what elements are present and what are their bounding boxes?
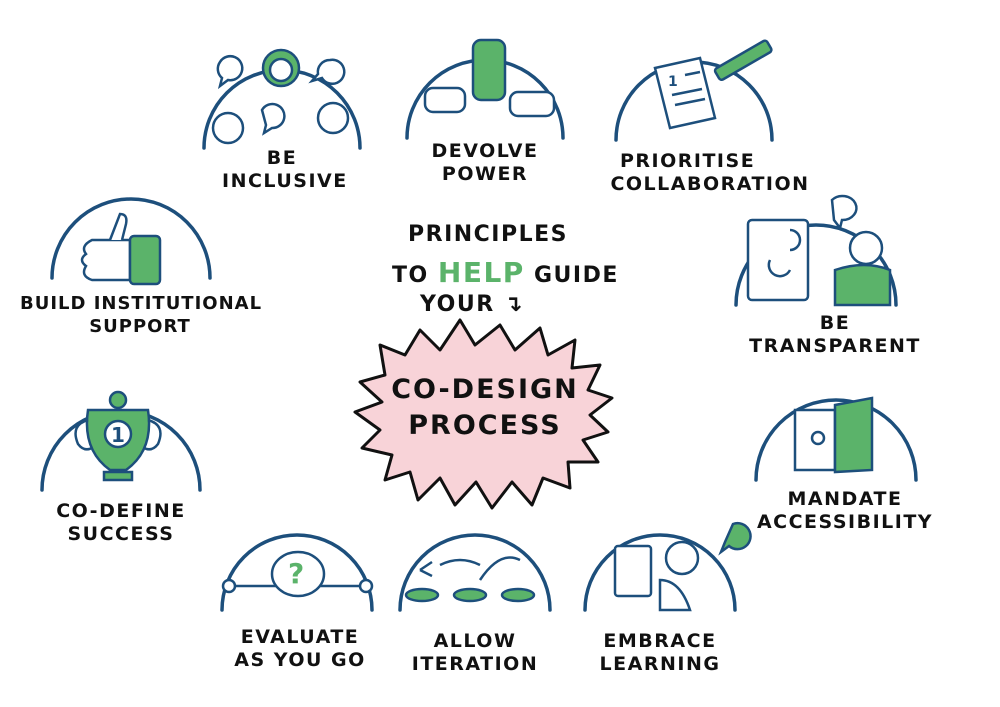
label-evaluate-line-1: evaluate	[240, 626, 360, 648]
speech-bubble-icon	[216, 55, 346, 136]
label-devolve-power-line-2: power	[441, 163, 529, 185]
label-build-line-1: Build institutional	[20, 293, 263, 314]
arch-mandate-accessibility	[754, 398, 918, 482]
person-reading-icon	[746, 194, 892, 307]
arch-build-support	[50, 197, 212, 280]
arch-evaluate	[220, 533, 374, 612]
label-devolve-power: devolve power	[425, 140, 545, 186]
center-title-line-1: CO-DESIGN	[391, 374, 579, 405]
label-allow-line-1: Allow	[433, 630, 517, 652]
title-guide: guide	[534, 263, 619, 288]
label-embrace-line-1: Embrace	[603, 630, 717, 652]
hands-icon	[423, 38, 556, 118]
document-pencil-icon: 1	[653, 39, 773, 130]
label-build-line-2: support	[89, 316, 191, 337]
label-be-inclusive-line-2: inclusive	[222, 170, 348, 192]
label-embrace-learning: Embrace Learning	[590, 630, 730, 676]
label-prioritise-line-1: prioritise	[620, 150, 756, 172]
label-evaluate-line-2: as you go	[234, 649, 366, 671]
svg-text:1: 1	[668, 74, 678, 90]
arch-embrace-learning	[583, 533, 737, 612]
thumbs-up-icon	[80, 212, 162, 286]
label-prioritise-collaboration: prioritise collaboration	[610, 150, 810, 196]
label-co-define-line-1: co-define	[56, 500, 186, 522]
label-mandate-accessibility: mandate accessibility	[755, 488, 935, 534]
label-be-inclusive-line-1: BE	[266, 147, 298, 169]
question-timeline-icon: ?	[221, 550, 374, 598]
arch-allow-iteration	[398, 533, 552, 612]
label-allow-line-2: iteration	[411, 653, 539, 675]
svg-text:1: 1	[111, 423, 125, 447]
title-line-1: principles	[408, 222, 569, 247]
person-face-icon	[211, 48, 350, 145]
label-mandate-line-1: mandate	[787, 488, 903, 510]
title-to: to	[392, 263, 429, 288]
label-be-inclusive: BE inclusive	[222, 147, 348, 193]
label-mandate-line-2: accessibility	[756, 511, 934, 533]
stepping-stones-icon	[404, 556, 536, 603]
title-help: HELP	[437, 256, 525, 289]
label-embrace-line-2: Learning	[599, 653, 721, 675]
label-co-define-success: co-define success	[46, 500, 196, 546]
title-your: your	[420, 292, 495, 317]
center-title-line-2: PROCESS	[408, 410, 562, 441]
label-be-transparent-line-1: BE	[819, 312, 851, 334]
label-prioritise-line-2: collaboration	[610, 173, 810, 195]
trophy-icon: 1	[74, 390, 162, 482]
svg-text:?: ?	[288, 557, 304, 590]
label-build-institutional-support: Build institutional support	[20, 292, 263, 338]
door-icon	[793, 396, 874, 474]
center-burst	[353, 318, 614, 510]
label-be-transparent-line-2: TRANSPARENT	[749, 335, 921, 357]
person-holding-book-icon	[613, 521, 752, 612]
title-line-3: your ↴	[420, 292, 524, 317]
label-allow-iteration: Allow iteration	[410, 630, 540, 676]
label-devolve-power-line-1: devolve	[431, 140, 539, 162]
label-evaluate-as-you-go: evaluate as you go	[225, 626, 375, 672]
title-arrow: ↴	[503, 292, 524, 317]
label-co-define-line-2: success	[67, 523, 175, 545]
label-be-transparent: BE TRANSPARENT	[745, 312, 925, 358]
center-title: CO-DESIGN PROCESS	[360, 372, 610, 444]
title-line-2: to HELP guide	[392, 256, 619, 289]
